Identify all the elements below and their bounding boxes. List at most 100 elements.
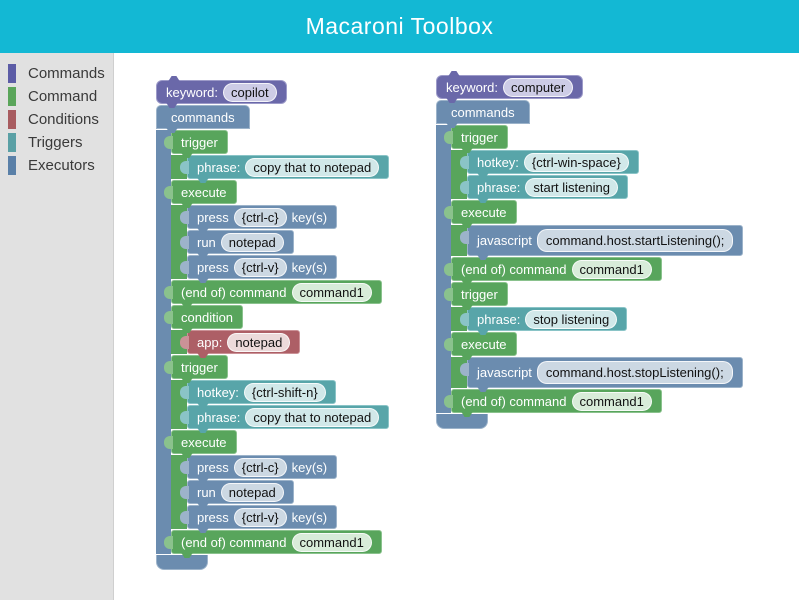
- category-command[interactable]: Command: [0, 85, 113, 108]
- block-label: key(s): [291, 459, 328, 475]
- end-command-field[interactable]: command1: [291, 532, 372, 552]
- block-javascript[interactable]: javascript command.host.startListening();: [459, 225, 744, 256]
- category-color-swatch: [8, 87, 16, 106]
- category-executors[interactable]: Executors: [0, 154, 113, 177]
- end-command-field[interactable]: command1: [571, 391, 652, 411]
- statement-input-body: hotkey:{ctrl-win-space}phrase:start list…: [451, 150, 639, 199]
- block-hotkey[interactable]: hotkey:{ctrl-win-space}: [460, 150, 639, 174]
- press-field[interactable]: {ctrl-c}: [233, 207, 287, 227]
- block-execute[interactable]: execute: [164, 430, 237, 454]
- category-color-swatch: [8, 133, 16, 152]
- block-trigger[interactable]: trigger: [444, 282, 508, 306]
- block-trigger[interactable]: trigger: [164, 355, 228, 379]
- block-condition[interactable]: condition: [163, 305, 244, 329]
- end-command-field[interactable]: command1: [571, 259, 652, 279]
- phrase-field[interactable]: copy that to notepad: [245, 407, 380, 427]
- block-label: trigger: [181, 359, 218, 375]
- category-commands[interactable]: Commands: [0, 62, 113, 85]
- block-label: (end of) command: [181, 534, 287, 550]
- block-app[interactable]: app:notepad: [179, 330, 301, 354]
- block-phrase[interactable]: phrase:stop listening: [459, 307, 628, 331]
- block-press[interactable]: press{ctrl-c}key(s): [179, 455, 338, 479]
- commands-block[interactable]: commands: [156, 105, 250, 129]
- page-title: Macaroni Toolbox: [305, 13, 494, 39]
- hotkey-field[interactable]: {ctrl-win-space}: [523, 152, 629, 172]
- block-press[interactable]: press{ctrl-v}key(s): [179, 505, 338, 529]
- block-phrase[interactable]: phrase:start listening: [460, 175, 628, 199]
- block-label: hotkey:: [197, 384, 239, 400]
- keyword-block[interactable]: keyword:computer: [436, 75, 584, 99]
- press-field[interactable]: {ctrl-c}: [233, 457, 287, 477]
- category-triggers[interactable]: Triggers: [0, 131, 113, 154]
- keyword-block[interactable]: keyword:copilot: [156, 80, 287, 104]
- statement-input-body: app:notepad: [171, 330, 301, 354]
- keyword-field[interactable]: copilot: [223, 82, 277, 102]
- block-label: execute: [181, 434, 227, 450]
- block-label: key(s): [291, 209, 328, 225]
- press-field[interactable]: {ctrl-v}: [233, 507, 287, 527]
- block-trigger[interactable]: trigger: [164, 130, 228, 154]
- block-label: hotkey:: [477, 154, 519, 170]
- statement-input-body: hotkey:{ctrl-shift-n}phrase:copy that to…: [171, 380, 390, 429]
- toolbox-sidebar: Commands Command Conditions Triggers Exe…: [0, 53, 114, 600]
- block-label: javascript: [477, 233, 532, 248]
- javascript-field[interactable]: command.host.stopListening();: [536, 361, 733, 384]
- category-color-swatch: [8, 156, 16, 175]
- category-label: Triggers: [28, 134, 83, 151]
- run-field[interactable]: notepad: [220, 482, 284, 502]
- phrase-field[interactable]: copy that to notepad: [245, 157, 380, 177]
- phrase-field[interactable]: start listening: [525, 177, 618, 197]
- statement-input-body: javascript command.host.stopListening();: [451, 357, 743, 388]
- block-execute[interactable]: execute: [444, 200, 517, 224]
- commands-container-foot: [436, 414, 488, 429]
- keyword-field[interactable]: computer: [503, 77, 574, 97]
- block-label: (end of) command: [461, 261, 567, 277]
- block-javascript[interactable]: javascript command.host.stopListening();: [460, 357, 743, 388]
- javascript-field[interactable]: command.host.startListening();: [536, 229, 734, 252]
- end-command-field[interactable]: command1: [291, 282, 372, 302]
- hotkey-field[interactable]: {ctrl-shift-n}: [243, 382, 326, 402]
- category-conditions[interactable]: Conditions: [0, 108, 113, 131]
- phrase-field[interactable]: stop listening: [525, 309, 618, 329]
- block-trigger[interactable]: trigger: [444, 125, 508, 149]
- press-field[interactable]: {ctrl-v}: [233, 257, 287, 277]
- block-press[interactable]: press{ctrl-c}key(s): [179, 205, 338, 229]
- block-label: phrase:: [197, 409, 241, 425]
- statement-input-body: phrase:stop listening: [451, 307, 628, 331]
- commands-block[interactable]: commands: [436, 100, 530, 124]
- category-label: Conditions: [28, 111, 99, 128]
- block-hotkey[interactable]: hotkey:{ctrl-shift-n}: [180, 380, 336, 404]
- block-label: run: [197, 484, 216, 500]
- block-phrase[interactable]: phrase:copy that to notepad: [179, 405, 390, 429]
- block-press[interactable]: press{ctrl-v}key(s): [179, 255, 338, 279]
- block-label: keyword:: [166, 84, 219, 100]
- block-label: javascript: [477, 365, 532, 380]
- block-execute[interactable]: execute: [444, 332, 517, 356]
- app-field[interactable]: notepad: [227, 332, 291, 352]
- block-phrase[interactable]: phrase:copy that to notepad: [179, 155, 390, 179]
- block-label: (end of) command: [181, 284, 287, 300]
- block-execute[interactable]: execute: [164, 180, 237, 204]
- run-field[interactable]: notepad: [220, 232, 284, 252]
- statement-input-body: javascript command.host.startListening();: [451, 225, 744, 256]
